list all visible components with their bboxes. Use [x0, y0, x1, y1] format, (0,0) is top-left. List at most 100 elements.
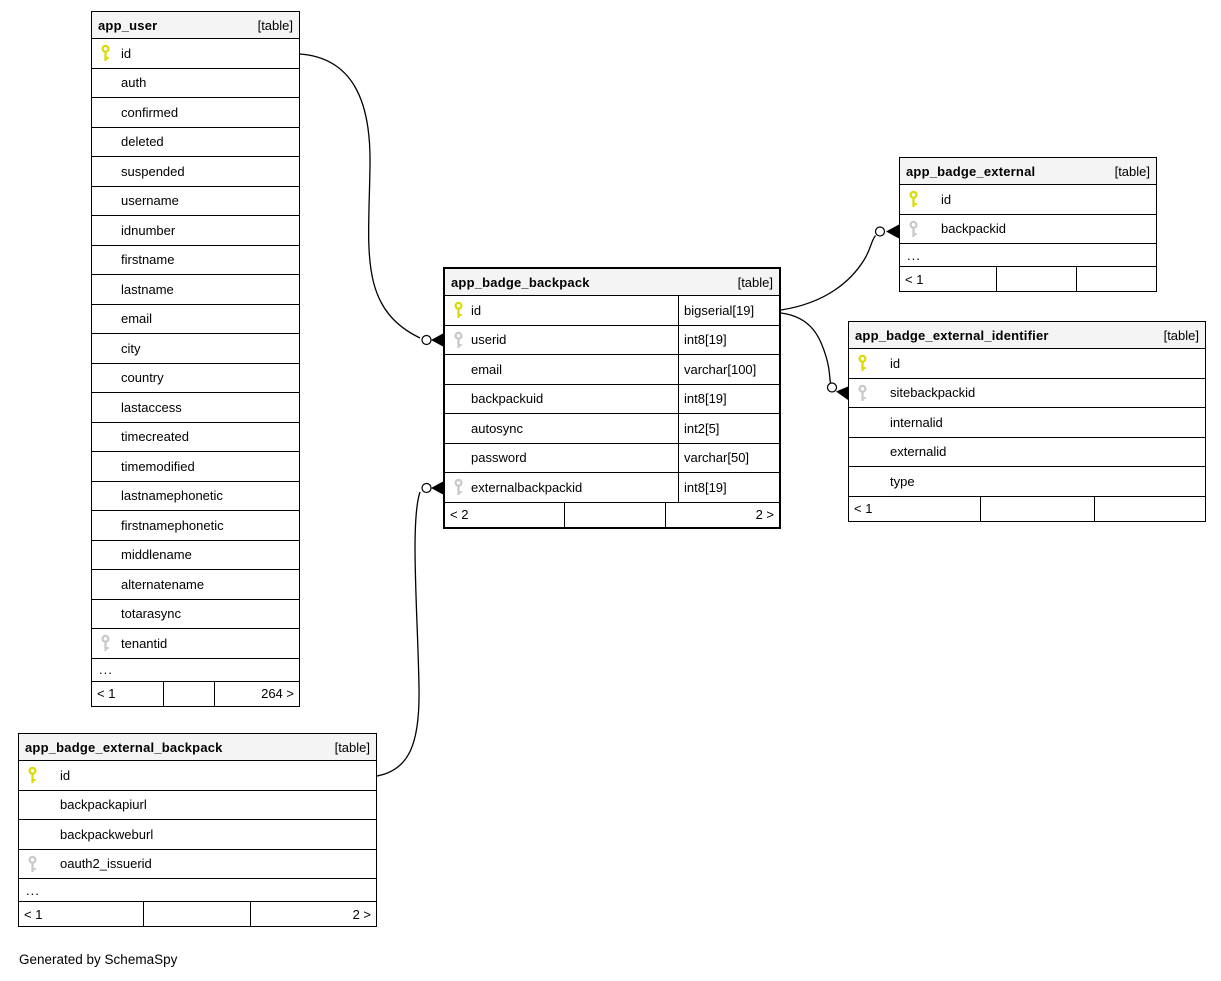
table-footer: < 1 [849, 496, 1205, 521]
key-icon-placeholder [100, 163, 111, 180]
column-row: firstname [92, 246, 299, 275]
footer-cell: < 1 [854, 501, 873, 516]
table-name[interactable]: app_badge_external_backpack [25, 739, 223, 755]
table-header[interactable]: app_user[table] [92, 12, 299, 39]
footer-cell: 2 > [250, 902, 376, 926]
column-name: email [121, 311, 153, 327]
column-row: timemodified [92, 452, 299, 482]
key-icon-placeholder [857, 473, 868, 490]
column-name: deleted [121, 134, 164, 150]
column-name: firstname [121, 252, 175, 268]
footer-cell: < 2 [450, 507, 469, 522]
column-name: timecreated [121, 429, 189, 445]
key-icon-placeholder [100, 222, 111, 239]
column-name: id [121, 45, 132, 61]
column-row: lastnamephonetic [92, 482, 299, 511]
foreign-key-icon [857, 384, 868, 401]
foreign-key-icon [908, 220, 919, 237]
column-row: email [92, 305, 299, 334]
table-app_badge_external[interactable]: app_badge_external [table] id backpackid...… [899, 157, 1157, 292]
table-type-tag: [table] [1114, 163, 1150, 179]
table-name[interactable]: app_badge_external_identifier [855, 327, 1049, 343]
foreign-key-icon [100, 635, 111, 652]
column-name: internalid [890, 414, 943, 430]
column-row: auth [92, 69, 299, 98]
table-name[interactable]: app_badge_external [906, 163, 1036, 179]
primary-key-icon [857, 355, 868, 372]
foreign-key-icon [27, 855, 38, 872]
column-name: totarasync [121, 606, 181, 622]
column-row: middlename [92, 541, 299, 570]
column-name: username [121, 193, 179, 209]
fk-connector-app_badge_external_backpack.id-app_badge_backpack.externalbackpackid [376, 481, 443, 777]
column-name: backpackid [941, 221, 1007, 237]
key-icon-placeholder [100, 340, 111, 357]
column-name: confirmed [121, 104, 179, 120]
footer-cell: < 1 [97, 686, 116, 701]
table-type-tag: [table] [737, 274, 773, 290]
column-row: sitebackpackid [849, 379, 1205, 408]
column-datatype: bigserial[19] [678, 295, 779, 326]
column-name: alternatename [121, 576, 205, 592]
column-row: idnumber [92, 216, 299, 246]
table-header[interactable]: app_badge_external_backpack[table] [19, 734, 376, 761]
column-row: lastname [92, 275, 299, 305]
table-name[interactable]: app_badge_backpack [451, 274, 590, 290]
column-name: autosync [471, 420, 524, 436]
generator-credit: Generated by SchemaSpy [19, 952, 178, 967]
column-name: type [890, 473, 915, 489]
table-name[interactable]: app_user [98, 17, 158, 33]
column-row: city [92, 334, 299, 364]
column-row: alternatename [92, 570, 299, 600]
column-row: backpackapiurl [19, 791, 376, 820]
table-app_badge_external_identifier[interactable]: app_badge_external_identifier [table] id si… [848, 321, 1206, 522]
table-header[interactable]: app_badge_external_identifier [table] [849, 322, 1205, 349]
column-row: firstnamephonetic [92, 511, 299, 541]
table-header[interactable]: app_badge_backpack [table] [445, 269, 779, 296]
column-row: id [92, 39, 299, 69]
column-datatype: int2[5] [678, 413, 779, 444]
column-row: lastaccess [92, 393, 299, 423]
column-row: externalid [849, 438, 1205, 467]
column-name: userid [471, 332, 507, 348]
key-icon-placeholder [857, 414, 868, 431]
column-name: id [890, 355, 901, 371]
column-row: id [900, 185, 1156, 215]
key-icon-placeholder [453, 420, 464, 437]
column-row: suspended [92, 157, 299, 187]
key-icon-placeholder [857, 443, 868, 460]
column-row: autosync int2[5] [445, 413, 779, 444]
column-row: internalid [849, 408, 1205, 438]
column-name: idnumber [121, 222, 176, 238]
footer-cell [1076, 267, 1156, 291]
footer-cell [143, 902, 250, 926]
footer-cell [564, 502, 665, 527]
truncation-row: ... [900, 244, 1156, 267]
truncation-row: ... [19, 879, 376, 902]
fk-connector-app_user.id-app_badge_backpack.userid [299, 53, 443, 347]
column-name: country [121, 370, 164, 386]
truncation-row: ... [92, 659, 299, 682]
primary-key-icon [908, 191, 919, 208]
column-row: backpackid [900, 215, 1156, 244]
key-icon-placeholder [100, 487, 111, 504]
footer-cell [163, 681, 214, 706]
key-icon-placeholder [100, 310, 111, 327]
column-datatype: int8[19] [678, 472, 779, 503]
table-type-tag: [table] [1163, 327, 1199, 343]
table-app_user[interactable]: app_user[table]id auth confirmed deleted sus… [91, 11, 300, 707]
column-row: timecreated [92, 423, 299, 452]
column-name: externalbackpackid [471, 479, 583, 495]
primary-key-icon [27, 767, 38, 784]
footer-cell [996, 267, 1076, 291]
column-name: backpackuid [471, 391, 544, 407]
key-icon-placeholder [100, 428, 111, 445]
table-header[interactable]: app_badge_external [table] [900, 158, 1156, 185]
key-icon-placeholder [100, 458, 111, 475]
